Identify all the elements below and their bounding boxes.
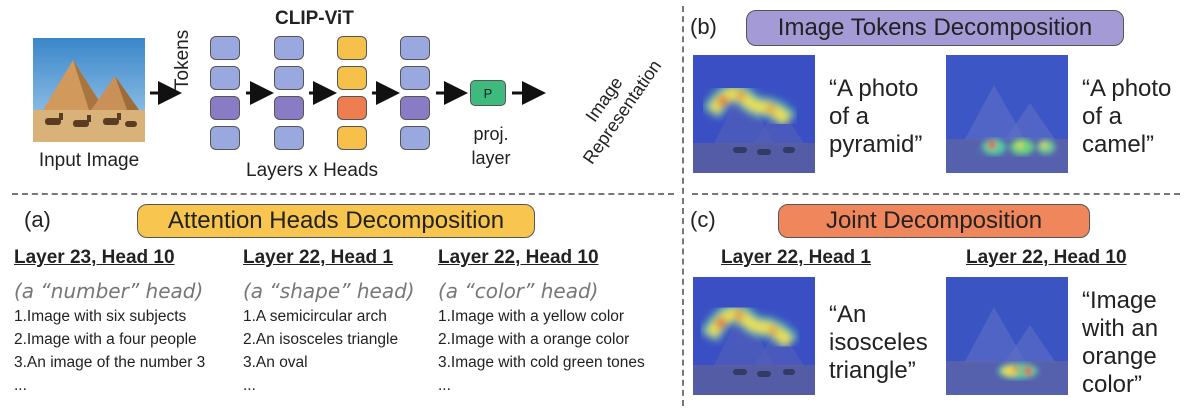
list-item: ... [14,377,27,394]
projection-box: P [470,80,506,106]
token-c2-r4 [274,126,304,150]
caption-line: color” [1082,371,1143,398]
clip-vit-title: CLIP-ViT [275,8,354,29]
list-item: 1.Image with six subjects [14,308,187,325]
caption-line: of a [1082,103,1123,130]
panel-c-tag: (c) [690,207,716,232]
token-c1-r2 [210,66,240,90]
input-image-caption: Input Image [38,150,140,171]
caption-line: pyramid” [829,131,923,158]
token-c2-r3 [274,96,304,120]
caption-pyramid: “A photo of a pyramid” [829,75,922,159]
panel-a-title: Attention Heads Decomposition [137,204,535,238]
caption-line: camel” [1082,131,1155,158]
pipeline-arrows [150,81,546,105]
token-c2-r2 [274,66,304,90]
token-c3-r1 [337,36,367,60]
input-image [33,38,145,142]
head-3-subtitle: (a “color” head) [438,279,599,303]
caption-camel: “A photo of a camel” [1082,75,1171,159]
head-1-subtitle: (a “number” head) [14,279,204,303]
head-3-list: 1.Image with a yellow color 2.Image with… [438,305,645,397]
caption-line: “A photo [829,75,919,102]
panel-c-head-1-title: Layer 22, Head 1 [721,247,871,268]
proj-label-line-1: proj. [473,124,509,144]
list-item: 3.An image of the number 3 [14,354,206,371]
layers-heads-caption: Layers x Heads [246,160,379,181]
proj-label-line-2: layer [471,148,511,168]
caption-line: with an [1082,315,1159,342]
list-item: 3.An oval [243,354,308,371]
token-c4-r2 [400,66,430,90]
head-3-title: Layer 22, Head 10 [438,247,599,268]
token-c1-r4 [210,126,240,150]
caption-line: isosceles [829,329,928,356]
head-1-list: 1.Image with six subjects 2.Image with a… [14,305,205,397]
token-c1-r3 [210,96,240,120]
caption-line: orange [1082,343,1157,370]
heatmap-pyramid [693,55,815,173]
panel-b-title: Image Tokens Decomposition [746,10,1124,46]
heatmap-camel [946,55,1068,173]
head-2-title: Layer 22, Head 1 [243,247,393,268]
caption-triangle: “An isosceles triangle” [829,301,928,385]
list-item: ... [438,377,451,394]
list-item: 2.An isosceles triangle [243,331,399,348]
caption-line: “A photo [1082,75,1172,102]
list-item: 3.Image with cold green tones [438,354,645,371]
divider-horizontal-left [12,193,674,195]
list-item: 2.Image with a orange color [438,331,630,348]
divider-horizontal-right [692,193,1180,195]
caption-line: of a [829,103,870,130]
token-c4-r1 [400,36,430,60]
panel-c-title: Joint Decomposition [778,204,1090,238]
head-2-subtitle: (a “shape” head) [243,279,415,303]
tokens-label: Tokens [172,29,193,90]
token-c4-r3 [400,96,430,120]
list-item: 1.Image with a yellow color [438,308,625,325]
token-c1-r1 [210,36,240,60]
token-c4-r4 [400,126,430,150]
caption-line: “An [829,301,867,328]
token-c2-r1 [274,36,304,60]
divider-vertical [682,6,684,406]
caption-orange-color: “Image with an orange color” [1082,287,1158,399]
caption-line: “Image [1082,287,1157,314]
list-item: 2.Image with a four people [14,331,197,348]
list-item: ... [243,377,256,394]
panel-b-tag: (b) [690,14,717,39]
proj-layer-label: proj. layer [468,122,514,170]
head-2-list: 1.A semicircular arch 2.An isosceles tri… [243,305,398,397]
panel-a-tag: (a) [24,207,51,232]
token-c3-r2 [337,66,367,90]
token-c3-r4 [337,126,367,150]
list-item: 1.A semicircular arch [243,308,387,325]
token-c3-r3 [337,96,367,120]
panel-c-head-2-title: Layer 22, Head 10 [966,247,1127,268]
head-1-title: Layer 23, Head 10 [14,247,175,268]
heatmap-orange-color [946,277,1068,395]
heatmap-triangle [693,277,815,395]
caption-line: triangle” [829,357,916,384]
